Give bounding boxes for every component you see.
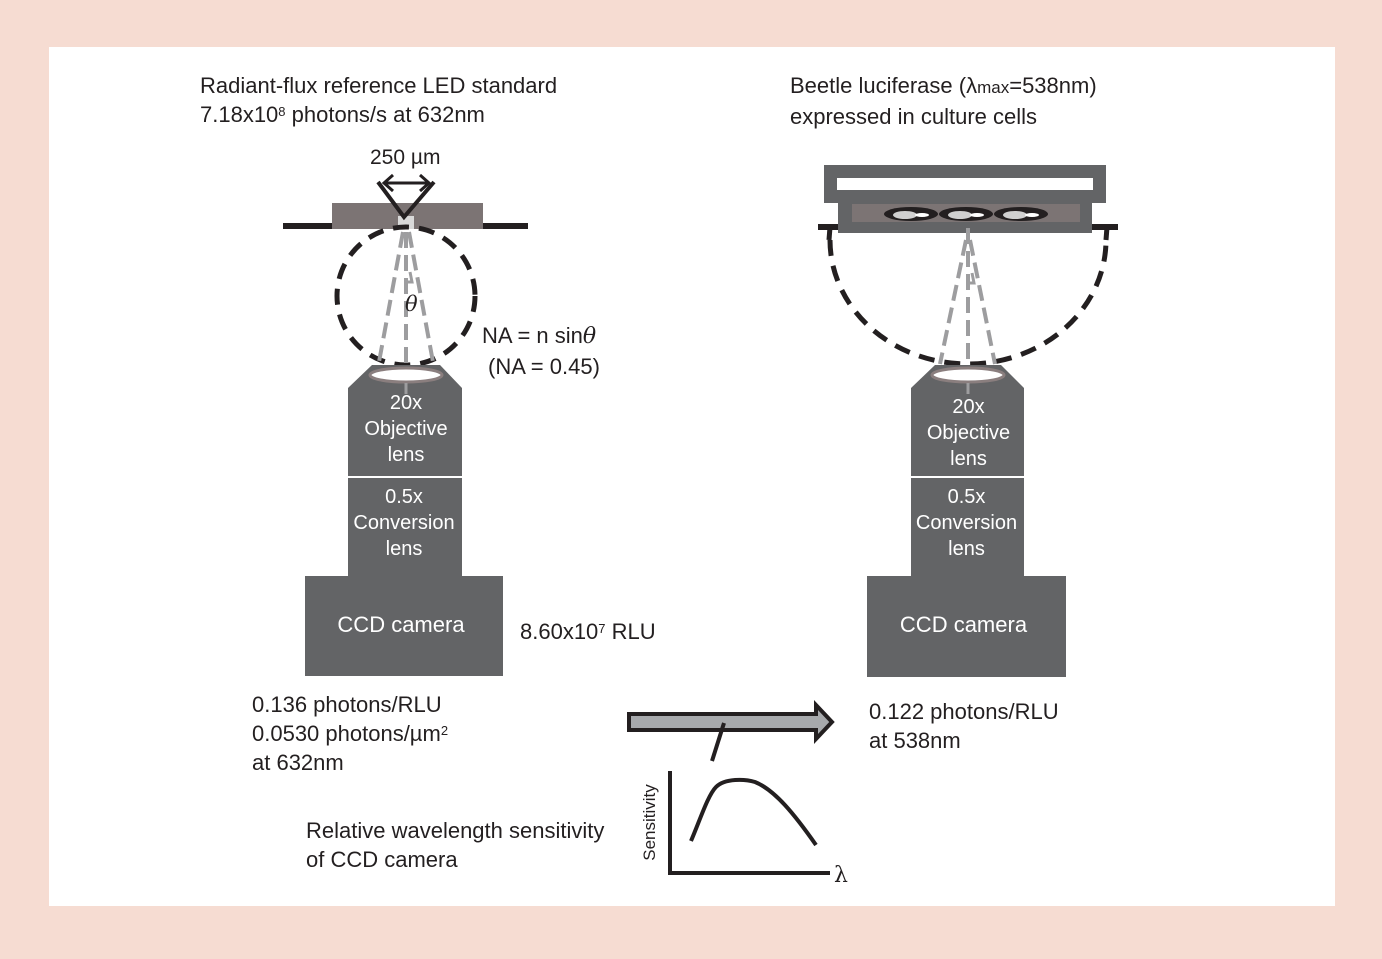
beam-edge-right	[968, 239, 997, 365]
right-stage-leg-right	[1103, 226, 1110, 241]
right-title-line2: expressed in culture cells	[790, 104, 1038, 129]
left-setup	[283, 173, 528, 676]
objective-word: Objective	[926, 422, 1011, 444]
right-title: Beetle luciferase (λmax=538nm) expressed…	[790, 71, 1097, 131]
aperture-label: 250 µm	[370, 146, 441, 169]
photons-per-area: 0.0530 photons/µm2	[252, 719, 448, 748]
photons-per-rlu: 0.122 photons/RLU	[869, 699, 1059, 724]
rlu-mantissa: 8.60x10	[520, 619, 599, 644]
left-objective-lens	[348, 365, 462, 476]
culture-cells	[884, 207, 1048, 221]
right-title-line1: Beetle luciferase (λmax=538nm)	[790, 71, 1097, 102]
cell-nucleus	[915, 213, 929, 217]
right-objective-label: 20x Objective lens	[911, 394, 1026, 472]
left-objective-glass	[368, 366, 444, 384]
arrowhead-right	[419, 173, 432, 193]
flux-mantissa: 7.18x10	[200, 102, 279, 127]
right-camera-label: CCD camera	[899, 612, 1028, 637]
right-objective-glass	[930, 366, 1006, 384]
left-conversion-lens	[348, 478, 462, 576]
na-value: (NA = 0.45)	[488, 354, 600, 379]
arrow-pointer-line	[710, 722, 726, 762]
right-wavelength: at 538nm	[869, 728, 961, 753]
luciferase-name: Beetle luciferase (	[790, 73, 967, 98]
lambda-subscript: max	[977, 78, 1010, 97]
cell-nucleus	[1025, 213, 1039, 217]
sensitivity-caption: Relative wavelength sensitivity of CCD c…	[306, 816, 604, 874]
rlu-unit: RLU	[605, 619, 656, 644]
beam-edge-left	[377, 231, 405, 363]
aperture-funnel	[376, 180, 436, 221]
theta-angle-mark	[966, 272, 976, 286]
sensitivity-curve	[689, 777, 818, 847]
right-conversion-label: 0.5x Conversion lens	[909, 484, 1024, 562]
right-setup	[818, 165, 1118, 677]
left-objective-label: 20x Objective lens	[348, 390, 464, 468]
beam-edge-left	[938, 239, 968, 365]
collection-hemisphere	[827, 239, 1109, 367]
conversion-magnification: 0.5x	[385, 486, 423, 508]
y-axis-label: Sensitivity	[639, 784, 659, 861]
left-calibration-result: 0.136 photons/RLU 0.0530 photons/µm2 at …	[252, 690, 448, 777]
conversion-arrow	[627, 699, 835, 762]
cell-highlight	[948, 211, 972, 219]
lens-word: lens	[950, 448, 987, 470]
cell-nucleus	[970, 213, 984, 217]
flux-unit: photons/s at 632nm	[285, 102, 485, 127]
lens-word: lens	[387, 444, 425, 466]
right-result: 0.122 photons/RLU at 538nm	[869, 697, 1059, 755]
conversion-word: Conversion	[353, 512, 455, 534]
na-formula-theta: θ	[582, 324, 597, 349]
sensitivity-chart	[668, 771, 830, 875]
objective-magnification: 20x	[952, 396, 985, 418]
conversion-magnification: 0.5x	[947, 486, 986, 508]
lens-word: lens	[385, 538, 423, 560]
conversion-arrow-body	[627, 699, 835, 745]
left-title-line1: Radiant-flux reference LED standard	[200, 73, 558, 98]
left-camera-label: CCD camera	[337, 612, 465, 637]
photons-per-area-text: 0.0530 photons/µm	[252, 721, 441, 746]
left-wavelength: at 632nm	[252, 750, 344, 775]
photons-per-rlu: 0.136 photons/RLU	[252, 692, 442, 717]
theta-label: θ	[405, 292, 418, 316]
lens-word: lens	[948, 538, 985, 560]
culture-dish-lid-window	[837, 178, 1093, 190]
flux-exponent: 8	[278, 104, 286, 119]
objective-magnification: 20x	[389, 392, 423, 414]
conversion-word: Conversion	[915, 512, 1018, 534]
lambda-symbol: λ	[966, 73, 978, 98]
x-axis-label: λ	[834, 863, 848, 888]
theta-angle-mark	[404, 271, 414, 286]
right-conversion-lens	[911, 478, 1024, 576]
peak-wavelength: =538nm)	[1009, 73, 1097, 98]
area-exponent: 2	[440, 723, 449, 738]
na-formula: NA = n sinθ	[482, 321, 596, 351]
cell-highlight	[1003, 211, 1027, 219]
left-title-line2: 7.18x108 photons/s at 632nm	[200, 100, 557, 129]
sensitivity-caption-line2: of CCD camera	[306, 847, 458, 872]
cell-highlight	[893, 211, 917, 219]
arrowhead-left	[381, 173, 394, 193]
right-ccd-camera	[867, 576, 1066, 677]
right-objective-lens	[911, 365, 1024, 476]
rlu-readout: 8.60x107 RLU	[520, 617, 656, 646]
left-conversion-label: 0.5x Conversion lens	[346, 484, 462, 562]
figure-panel	[49, 47, 1335, 906]
sensitivity-caption-line1: Relative wavelength sensitivity	[306, 818, 605, 843]
rlu-exponent: 7	[598, 621, 606, 636]
objective-word: Objective	[364, 418, 448, 440]
left-ccd-camera	[305, 576, 503, 676]
right-stage-leg-left	[826, 226, 833, 241]
left-title: Radiant-flux reference LED standard 7.18…	[200, 71, 557, 129]
na-formula-text: NA = n sin	[482, 323, 583, 348]
